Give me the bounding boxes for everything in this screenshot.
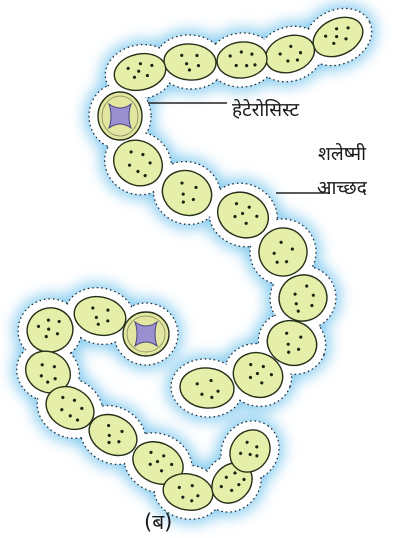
sheath-label-line-1: शलेष्मी — [318, 140, 366, 166]
sheath-label-line-2: आच्छद — [317, 174, 367, 200]
heterocyst-cell — [123, 312, 169, 356]
panel-label: (ब) — [144, 508, 172, 536]
heterocyst-core — [135, 322, 157, 346]
heterocyst-cell — [98, 92, 142, 140]
heterocyst-core — [109, 104, 131, 128]
heterocyst-label: हेटेरोसिस्ट — [232, 96, 299, 122]
